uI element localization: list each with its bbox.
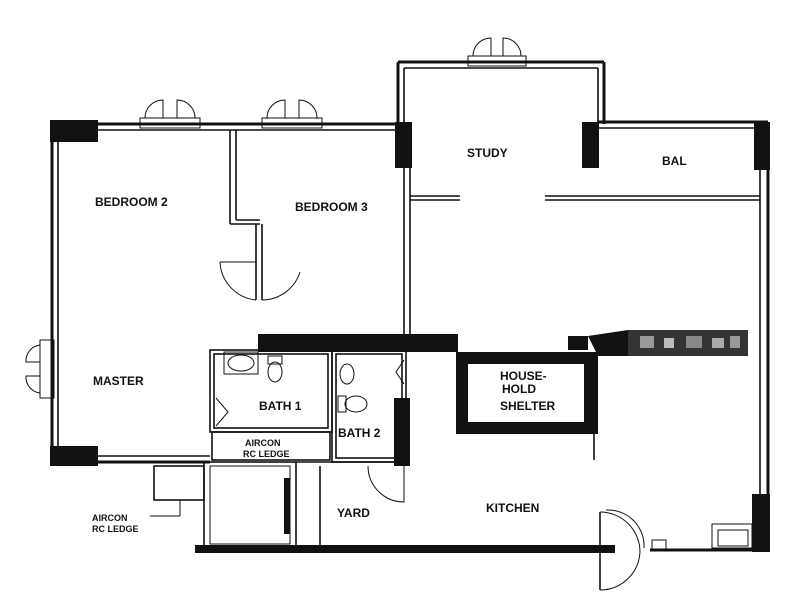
label-bedroom-3: BEDROOM 3 xyxy=(295,200,368,214)
label-master: MASTER xyxy=(93,374,144,388)
outer-aircon-ledge xyxy=(150,465,205,517)
label-bath-1: BATH 1 xyxy=(259,399,302,413)
household-shelter xyxy=(456,352,598,460)
windows xyxy=(25,37,527,399)
label-kitchen: KITCHEN xyxy=(486,501,539,515)
interior-walls xyxy=(219,130,760,356)
label-aircon-inner-2: RC LEDGE xyxy=(243,449,290,459)
label-household-2: HOLD xyxy=(502,382,536,396)
label-household-3: SHELTER xyxy=(500,399,555,413)
bath-area xyxy=(203,349,407,547)
label-aircon-inner-1: AIRCON xyxy=(245,438,281,448)
label-yard: YARD xyxy=(337,506,370,520)
label-aircon-outer-1: AIRCON xyxy=(92,513,128,523)
outer-walls xyxy=(50,60,770,552)
label-aircon-outer-2: RC LEDGE xyxy=(92,524,139,534)
label-bath-2: BATH 2 xyxy=(338,426,381,440)
label-household-1: HOUSE- xyxy=(500,369,547,383)
kitchen-door xyxy=(599,509,753,591)
label-study: STUDY xyxy=(467,146,508,160)
label-bal: BAL xyxy=(662,154,687,168)
label-bedroom-2: BEDROOM 2 xyxy=(95,195,168,209)
